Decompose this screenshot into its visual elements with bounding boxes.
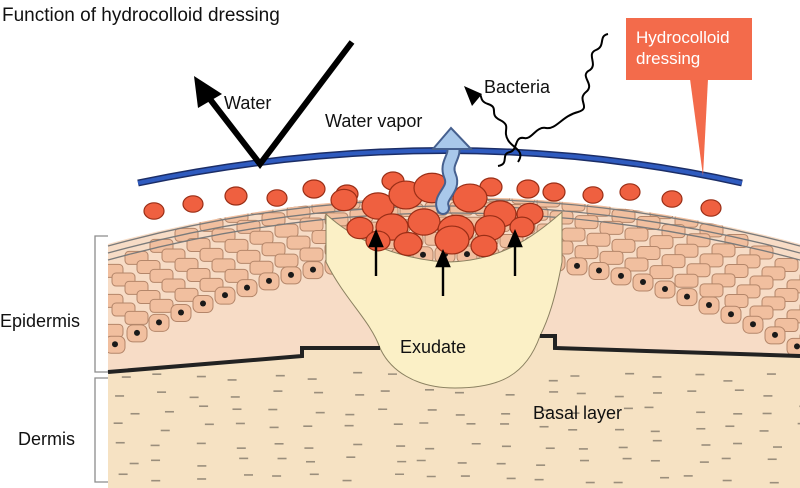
cell-nucleus (156, 319, 162, 326)
cell-nucleus (134, 329, 140, 336)
gel-bead (143, 202, 165, 220)
skin-cell (199, 247, 224, 262)
skin-cell (624, 227, 649, 242)
gel-bead (182, 195, 204, 213)
skin-cell (174, 287, 199, 302)
skin-cell (108, 323, 124, 338)
cell-nucleus (750, 321, 756, 328)
gel-bead (582, 186, 604, 204)
cell-nucleus (662, 285, 668, 292)
skin-cell (224, 268, 249, 283)
skin-cell (149, 298, 174, 313)
cell-nucleus (310, 266, 316, 273)
gel-bead (542, 182, 566, 202)
cell-nucleus (772, 331, 778, 338)
gel-bead (661, 190, 683, 208)
cell-nucleus (178, 309, 184, 316)
skin-cell (724, 293, 749, 308)
cell-nucleus (706, 302, 712, 309)
skin-cell (249, 230, 274, 245)
skin-cell (261, 242, 286, 257)
skin-cell (611, 238, 636, 253)
dressing-callout: Hydrocolloid dressing (626, 18, 752, 80)
cell-nucleus (464, 251, 470, 258)
epidermis-label: Epidermis (0, 311, 81, 331)
water-arrow (194, 40, 355, 169)
gel-bead (434, 225, 470, 255)
skin-cell (211, 258, 236, 273)
skin-cell (599, 220, 624, 235)
gel-bead (700, 199, 722, 217)
skin-cell (124, 310, 149, 325)
skin-cell (599, 250, 624, 265)
basal-layer-label: Basal layer (533, 403, 623, 423)
cell-nucleus (288, 271, 294, 278)
water-vapor-arrow (430, 126, 474, 215)
dressing-label-line1: Hydrocolloid (636, 28, 730, 47)
gel-bead (470, 234, 498, 258)
water-label: Water (224, 93, 272, 113)
gel-bead (452, 183, 488, 213)
layer-bracket (94, 235, 108, 483)
skin-cell (649, 265, 674, 280)
gel-bead (516, 179, 540, 199)
skin-cell (236, 249, 261, 264)
gel-bead (330, 188, 358, 212)
cell-nucleus (420, 251, 426, 258)
skin-cell (636, 246, 661, 261)
cell-nucleus (728, 311, 734, 318)
skin-cell (699, 283, 724, 298)
skin-cell (649, 235, 674, 250)
cell-nucleus (244, 284, 250, 291)
gel-bead (407, 208, 441, 236)
skin-cell (249, 260, 274, 275)
gel-bead (224, 186, 248, 206)
bacteria-arrowhead (464, 86, 482, 106)
gel-bead (266, 189, 288, 207)
bacteria-path (473, 33, 609, 167)
skin-cell (661, 254, 686, 269)
cell-nucleus (618, 272, 624, 279)
skin-cell (586, 232, 611, 247)
gel-bead (361, 192, 395, 220)
dressing-label-line2: dressing (636, 49, 701, 68)
cell-nucleus (640, 279, 646, 286)
water-vapor-label: Water vapor (325, 111, 423, 131)
bacteria-label: Bacteria (484, 77, 551, 97)
skin-cell (674, 273, 699, 288)
skin-cell (674, 243, 699, 258)
skin-cell (286, 235, 311, 250)
skin-cell (274, 223, 299, 238)
cell-nucleus (266, 277, 272, 284)
gel-bead (619, 183, 641, 201)
diagram-title: Function of hydrocolloid dressing (2, 5, 280, 26)
cell-nucleus (794, 343, 800, 350)
stratum-corneum (107, 198, 800, 261)
cell-nucleus (222, 292, 228, 299)
skin-cell (686, 233, 711, 248)
gel-bead (393, 231, 423, 257)
gel-bead (346, 216, 374, 240)
cell-nucleus (200, 300, 206, 307)
skin-cell (574, 215, 599, 230)
dermis-label: Dermis (18, 429, 75, 449)
exudate-label: Exudate (400, 337, 467, 357)
skin-cell (574, 245, 599, 260)
gel-beads (143, 171, 722, 258)
cell-nucleus (684, 293, 690, 300)
skin-cell (561, 227, 586, 242)
callout-pointer (690, 79, 708, 176)
cell-nucleus (574, 262, 580, 269)
skin-cell (299, 247, 324, 262)
cell-nucleus (112, 341, 118, 348)
skin-cell (624, 257, 649, 272)
skin-cell (274, 253, 299, 268)
gel-bead (302, 179, 326, 199)
skin-cell (686, 263, 711, 278)
skin-cell (224, 238, 249, 253)
exudate-arrows (368, 228, 523, 296)
cell-nucleus (596, 267, 602, 274)
basal-membrane-line (107, 334, 800, 374)
